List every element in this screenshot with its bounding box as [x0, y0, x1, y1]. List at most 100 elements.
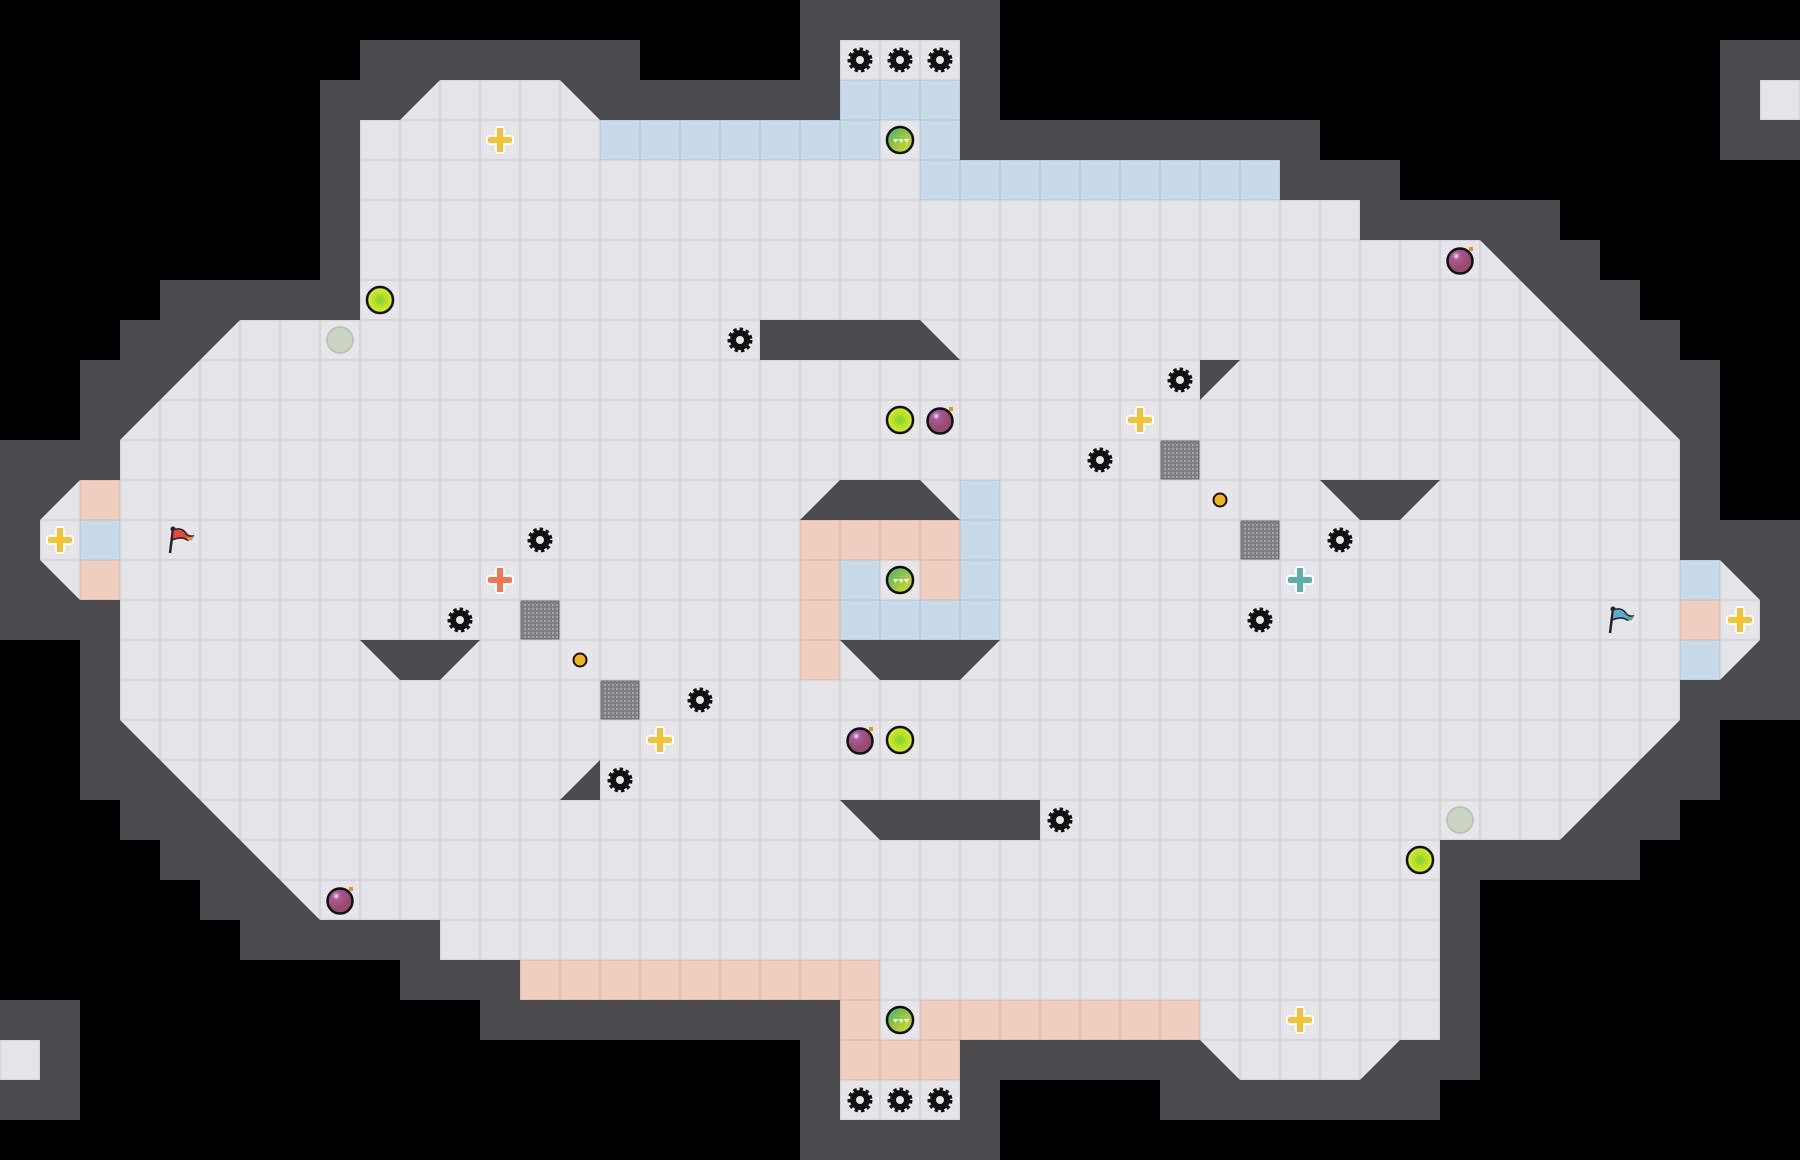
wall-tile	[1720, 520, 1760, 560]
floor-tile	[240, 440, 280, 480]
wall-tile	[1720, 120, 1760, 160]
wall-tile	[1080, 120, 1120, 160]
floor-tile	[240, 640, 280, 680]
floor-tile	[240, 400, 280, 440]
blue-team-tile	[960, 560, 1000, 600]
floor-tile	[1280, 600, 1320, 640]
floor-tile	[1280, 440, 1320, 480]
floor-tile	[240, 480, 280, 520]
floor-tile	[480, 880, 520, 920]
portal-icon	[880, 400, 920, 440]
floor-tile	[520, 200, 560, 240]
floor-tile	[320, 360, 360, 400]
floor-tile	[1320, 840, 1360, 880]
wall-tile	[40, 440, 80, 480]
floor-tile	[1080, 400, 1120, 440]
floor-tile	[320, 440, 360, 480]
floor-tile	[1160, 520, 1200, 560]
wall-tile	[880, 1120, 920, 1160]
floor-tile	[320, 720, 360, 760]
floor-tile	[560, 840, 600, 880]
floor-tile	[280, 680, 320, 720]
floor-tile-with-spike	[1320, 520, 1360, 560]
floor-tile	[400, 440, 440, 480]
red-team-tile	[800, 960, 840, 1000]
bomb-icon	[920, 400, 960, 440]
floor-tile	[560, 720, 600, 760]
wall-triangle	[280, 880, 320, 920]
wall-tile	[920, 0, 960, 40]
floor-tile-with-button	[560, 640, 600, 680]
wall-tile	[1720, 40, 1760, 80]
floor-tile	[920, 280, 960, 320]
floor-tile	[400, 360, 440, 400]
floor-tile	[600, 160, 640, 200]
floor-tile	[600, 840, 640, 880]
floor-tile	[640, 480, 680, 520]
wall-tile	[1520, 240, 1560, 280]
red-team-tile	[960, 1000, 1000, 1040]
blue-team-tile	[800, 120, 840, 160]
floor-tile	[680, 440, 720, 480]
wall-tile	[320, 280, 360, 320]
floor-tile	[200, 720, 240, 760]
floor-tile	[360, 480, 400, 520]
floor-tile	[1560, 760, 1600, 800]
floor-tile	[560, 320, 600, 360]
floor-tile	[320, 400, 360, 440]
floor-tile	[1480, 440, 1520, 480]
floor-tile	[1640, 640, 1680, 680]
floor-tile	[280, 520, 320, 560]
spike-icon	[1240, 600, 1280, 640]
floor-tile	[360, 440, 400, 480]
wall-triangle	[40, 480, 80, 520]
floor-tile	[400, 720, 440, 760]
floor-tile	[1520, 640, 1560, 680]
floor-tile	[1080, 680, 1120, 720]
wall-tile	[1120, 1040, 1160, 1080]
floor-tile	[1360, 840, 1400, 880]
wall-tile	[1000, 800, 1040, 840]
wall-tile	[1080, 1040, 1120, 1080]
wall-tile	[80, 440, 120, 480]
floor-tile	[1160, 280, 1200, 320]
wall-tile	[80, 360, 120, 400]
floor-tile	[720, 520, 760, 560]
floor-tile	[1160, 200, 1200, 240]
floor-tile	[400, 560, 440, 600]
wall-tile	[1360, 160, 1400, 200]
floor-tile	[760, 480, 800, 520]
diagonal-wall-tile	[40, 560, 80, 600]
diagonal-wall-tile	[920, 480, 960, 520]
floor-tile	[1600, 400, 1640, 440]
floor-tile	[680, 360, 720, 400]
wall-tile	[1680, 480, 1720, 520]
red-team-tile	[920, 560, 960, 600]
floor-tile	[1000, 720, 1040, 760]
diagonal-wall-tile	[200, 320, 240, 360]
floor-tile	[840, 680, 880, 720]
floor-tile	[640, 800, 680, 840]
floor-tile	[1440, 520, 1480, 560]
wall-triangle	[840, 640, 880, 680]
floor-tile	[1320, 200, 1360, 240]
floor-tile	[1040, 360, 1080, 400]
powerup-icon	[880, 1000, 920, 1040]
floor-tile	[760, 560, 800, 600]
floor-tile	[640, 520, 680, 560]
diagonal-wall-tile	[40, 480, 80, 520]
floor-tile	[1080, 840, 1120, 880]
floor-tile	[720, 920, 760, 960]
floor-tile	[1360, 520, 1400, 560]
floor-tile	[720, 240, 760, 280]
floor-tile	[1520, 320, 1560, 360]
floor-tile	[1520, 760, 1560, 800]
wall-tile	[1040, 120, 1080, 160]
spike-icon	[1160, 360, 1200, 400]
blue-team-tile	[920, 120, 960, 160]
floor-tile	[1120, 800, 1160, 840]
wall-tile	[200, 840, 240, 880]
wall-tile	[80, 760, 120, 800]
floor-tile	[1000, 240, 1040, 280]
red-team-tile	[80, 560, 120, 600]
